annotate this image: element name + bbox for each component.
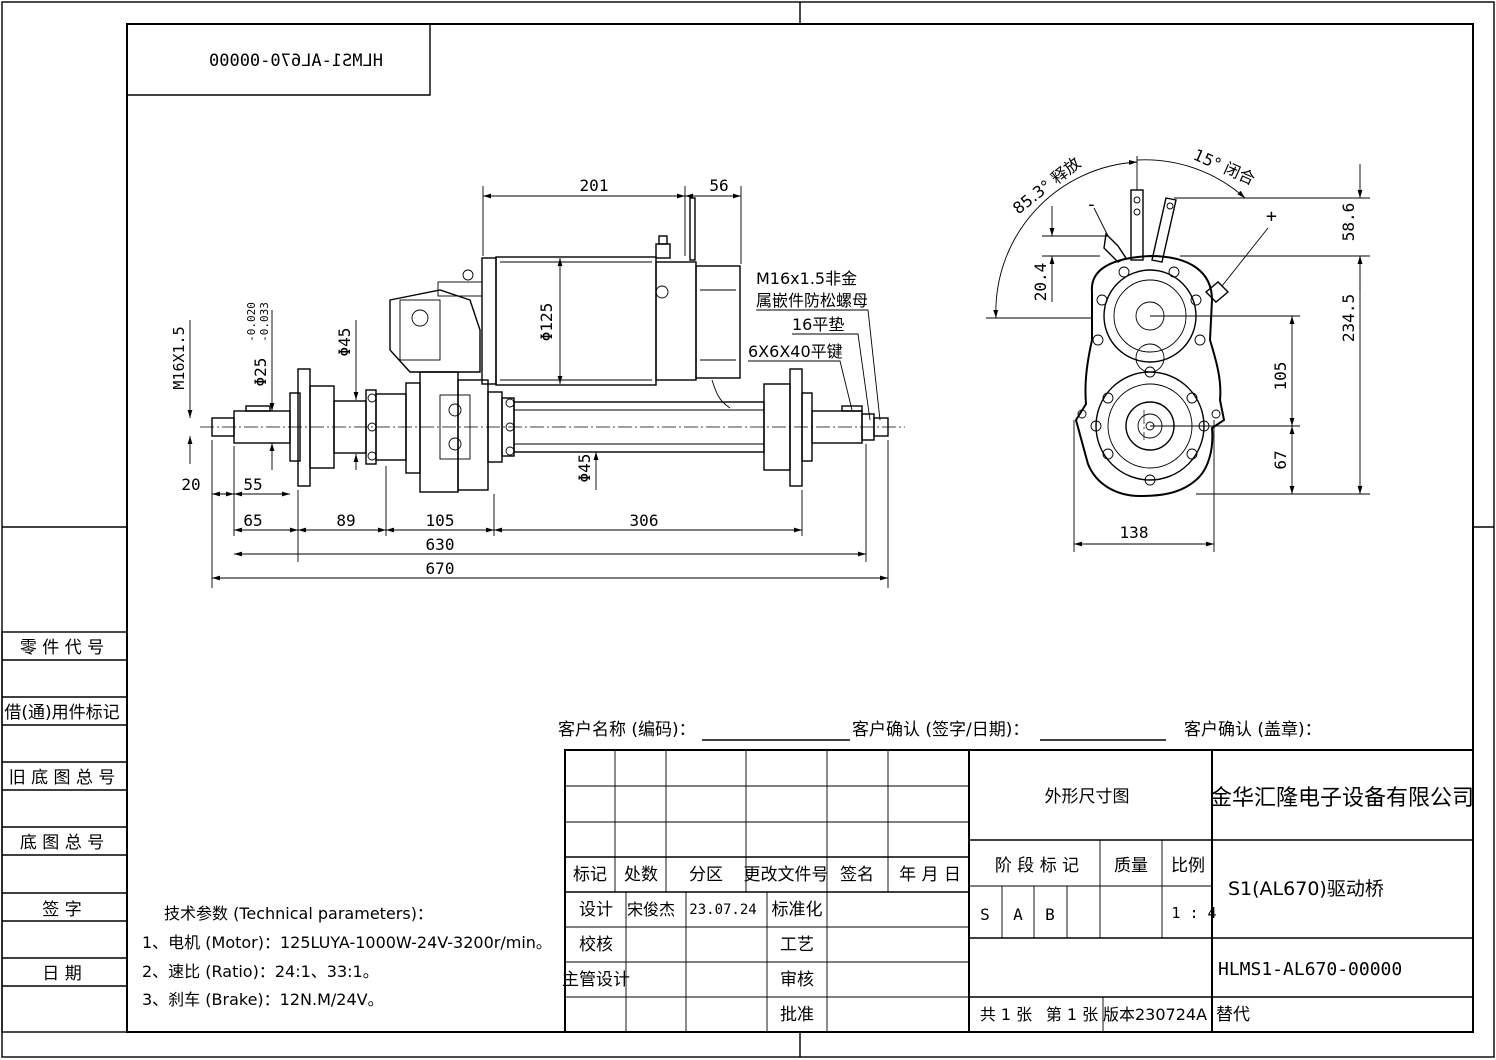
dim-105-side: 105 [1271, 362, 1290, 391]
customer-name-label: 客户名称 (编码)： [558, 720, 696, 740]
dim-234-5: 234.5 [1339, 294, 1358, 342]
tb-chief: 主管设计 [562, 970, 630, 990]
tb-scale: 1 : 4 [1171, 904, 1216, 922]
dim-138: 138 [1120, 523, 1149, 542]
callout-nut-line2: 属嵌件防松螺母 [756, 291, 868, 310]
tb-check: 校核 [579, 935, 613, 955]
tech-title: 技术参数 (Technical parameters)： [164, 904, 433, 923]
dim-25: Φ25 [251, 358, 270, 387]
label-old-drawing-no: 旧 底 图 总 号 [9, 768, 116, 788]
dim-201: 201 [580, 176, 609, 195]
tb-version: 版本230724A [1103, 1005, 1207, 1024]
dim-630: 630 [426, 535, 455, 554]
tb-replace: 替代 [1216, 1005, 1250, 1025]
dim-306: 306 [630, 511, 659, 530]
dim-55: 55 [243, 475, 262, 494]
side-view-dimensions: 58.6 20.4 234.5 105 67 138 [1031, 164, 1370, 552]
tb-h-mark: 标记 [573, 865, 607, 885]
tb-h-sign: 签名 [840, 865, 874, 885]
terminal-minus: - [1086, 194, 1097, 215]
label-part-code: 零 件 代 号 [20, 638, 104, 658]
title-block: 标记 处数 分区 更改文件号 签名 年 月 日 设计 宋俊杰 23.07.24 … [562, 749, 1474, 1033]
label-date: 日 期 [42, 964, 81, 984]
dim-58-6: 58.6 [1339, 203, 1358, 242]
dim-45-upper: Φ45 [335, 328, 354, 357]
tb-review: 审核 [780, 970, 814, 990]
tb-company: 金华汇隆电子设备有限公司 [1210, 786, 1474, 811]
customer-line: 客户名称 (编码)： 客户确认 (签字/日期)： 客户确认 (盖章)： [558, 720, 1322, 741]
callout-nut-line1: M16x1.5非金 [756, 269, 857, 288]
tb-stage-s: S [980, 905, 990, 924]
tb-process: 工艺 [780, 935, 814, 955]
left-column: 零 件 代 号 借(通)用件标记 旧 底 图 总 号 底 图 总 号 签 字 日… [1, 631, 128, 1033]
dim-45-lower: Φ45 [575, 454, 594, 483]
dim-25-tol-upper: -0.020 [245, 302, 258, 342]
dim-89: 89 [336, 511, 355, 530]
callout-key: 6X6X40平键 [748, 342, 843, 361]
tb-designer: 宋俊杰 [627, 900, 675, 919]
tb-product: S1(AL670)驱动桥 [1228, 878, 1384, 900]
dim-20: 20 [181, 475, 200, 494]
tb-drawing-no: HLMS1-AL670-00000 [1218, 959, 1402, 980]
dim-670: 670 [426, 559, 455, 578]
mirrored-drawing-number: HLMS1-AL670-00000 [209, 51, 383, 71]
tb-sheet-total: 共 1 张 [980, 1005, 1032, 1024]
customer-confirm-stamp-label: 客户确认 (盖章)： [1184, 720, 1322, 740]
tb-stage-mark: 阶 段 标 记 [995, 856, 1079, 876]
callout-washer: 16平垫 [792, 315, 844, 334]
dim-m16: M16X1.5 [170, 326, 188, 389]
tb-standard: 标准化 [772, 900, 823, 920]
dim-56: 56 [709, 176, 728, 195]
tb-h-docno: 更改文件号 [744, 865, 829, 885]
dim-105: 105 [426, 511, 455, 530]
tb-sheet-no: 第 1 张 [1046, 1005, 1098, 1024]
tb-design-date: 23.07.24 [689, 902, 756, 918]
dim-67: 67 [1271, 450, 1290, 469]
dim-20-4: 20.4 [1031, 263, 1050, 302]
label-base-drawing-no: 底 图 总 号 [20, 833, 104, 853]
tb-weight: 质量 [1114, 856, 1148, 876]
tb-design: 设计 [579, 900, 613, 920]
tech-params: 技术参数 (Technical parameters)： 1、电机 (Motor… [142, 904, 552, 1009]
front-view [200, 197, 905, 493]
angle-release: 85.3° 释放 [1009, 153, 1084, 218]
label-signature: 签 字 [42, 900, 81, 920]
tb-h-zone: 分区 [689, 865, 723, 885]
terminal-plus: + [1266, 206, 1277, 227]
tb-stage-a: A [1013, 905, 1023, 924]
tb-h-date: 年 月 日 [899, 865, 961, 885]
label-borrowed-mark: 借(通)用件标记 [4, 703, 119, 723]
dim-125: Φ125 [537, 303, 556, 342]
tech-line-3: 3、刹车 (Brake)：12N.M/24V。 [142, 990, 384, 1009]
customer-confirm-sign-label: 客户确认 (签字/日期)： [852, 720, 1029, 740]
tech-line-1: 1、电机 (Motor)：125LUYA-1000W-24V-3200r/min… [142, 933, 552, 952]
mirrored-number-box: HLMS1-AL670-00000 [127, 24, 431, 96]
tech-line-2: 2、速比 (Ratio)：24:1、33:1。 [142, 962, 379, 981]
tb-h-count: 处数 [624, 865, 658, 885]
tb-stage-b: B [1045, 905, 1055, 924]
dim-25-tol-lower: -0.033 [258, 302, 271, 342]
dim-65: 65 [243, 511, 262, 530]
tb-approve: 批准 [780, 1005, 814, 1025]
tb-scale-label: 比例 [1171, 856, 1205, 876]
front-view-dimensions: 201 56 Φ125 Φ45 Φ45 Φ25 -0.020 -0.033 M1… [170, 176, 889, 588]
tb-drawing-type: 外形尺寸图 [1045, 787, 1130, 807]
